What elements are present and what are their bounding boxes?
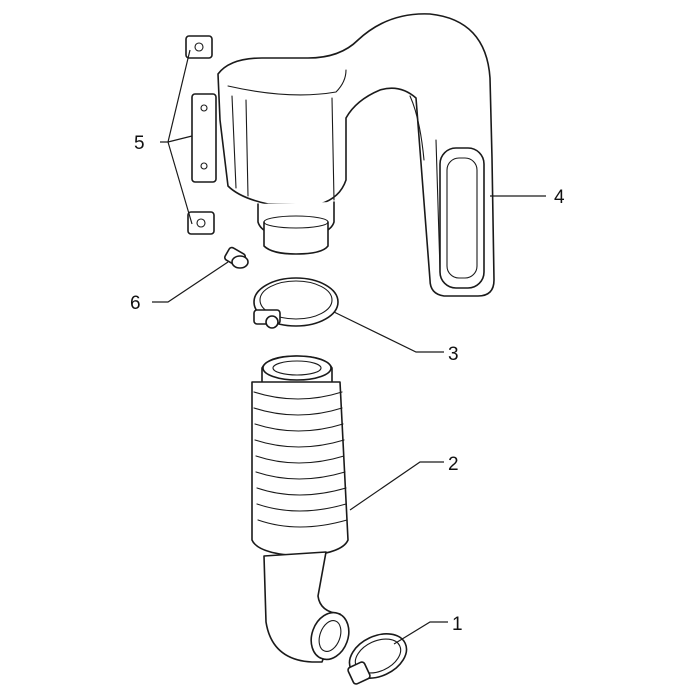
hose-clamp-upper <box>253 277 339 329</box>
callout-4: 4 <box>554 187 565 208</box>
leader-6 <box>152 261 229 303</box>
corrugated-hose <box>251 355 350 663</box>
callout-5: 5 <box>134 133 145 154</box>
bracket-plate <box>191 93 217 183</box>
intake-housing <box>217 13 495 297</box>
screw <box>224 246 249 269</box>
leader-3 <box>333 311 444 353</box>
mounting-bracket <box>185 35 217 235</box>
callouts: 1 2 3 4 5 6 <box>130 133 565 635</box>
hose-clamp-lower <box>347 633 408 685</box>
callout-2: 2 <box>448 454 459 475</box>
callout-1: 1 <box>452 614 463 635</box>
leader-lines <box>152 49 546 645</box>
duct-outlet <box>439 147 485 289</box>
leader-1 <box>393 621 448 645</box>
leader-2 <box>349 461 444 511</box>
callout-3: 3 <box>448 344 459 365</box>
callout-6: 6 <box>130 293 141 314</box>
leader-5 <box>160 49 193 225</box>
